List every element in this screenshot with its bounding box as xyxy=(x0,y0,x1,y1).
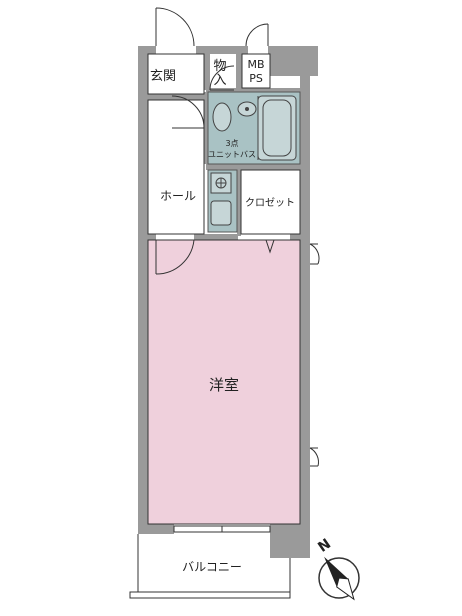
closet-door-mark xyxy=(265,239,275,254)
compass-ring xyxy=(318,557,360,599)
storage-label-top: 物 xyxy=(213,59,226,74)
bath-door[interactable] xyxy=(171,95,205,129)
balcony-window[interactable] xyxy=(173,525,271,533)
unit-bath xyxy=(207,91,301,165)
western-room-label: 洋室 xyxy=(209,376,239,394)
north-label: N xyxy=(315,536,334,556)
kitchen-sink xyxy=(210,200,232,226)
walls xyxy=(138,46,318,558)
storage-label-bottom: 入 xyxy=(213,73,226,88)
right-windows[interactable] xyxy=(309,243,320,467)
storage-door[interactable] xyxy=(209,65,235,91)
mb-label: MB xyxy=(247,58,264,71)
balcony-label: バルコニー xyxy=(182,560,242,574)
western-room-area xyxy=(148,240,300,524)
closet-label: クロゼット xyxy=(245,197,295,209)
toilet xyxy=(212,102,232,132)
bath-label-1: 3点 xyxy=(225,139,238,148)
compass: N xyxy=(315,536,360,601)
ps-label: PS xyxy=(249,72,263,85)
entrance-door[interactable] xyxy=(155,7,195,47)
room-door[interactable] xyxy=(155,239,195,275)
hall-label: ホール xyxy=(160,189,196,203)
bath-label-2: ユニットバス xyxy=(208,150,256,159)
genkan-label: 玄関 xyxy=(150,69,176,84)
room-lines xyxy=(147,53,301,525)
mb-door[interactable] xyxy=(245,23,269,47)
kitchen xyxy=(207,169,238,233)
mb-ps-box xyxy=(241,53,271,89)
balcony xyxy=(129,534,291,599)
